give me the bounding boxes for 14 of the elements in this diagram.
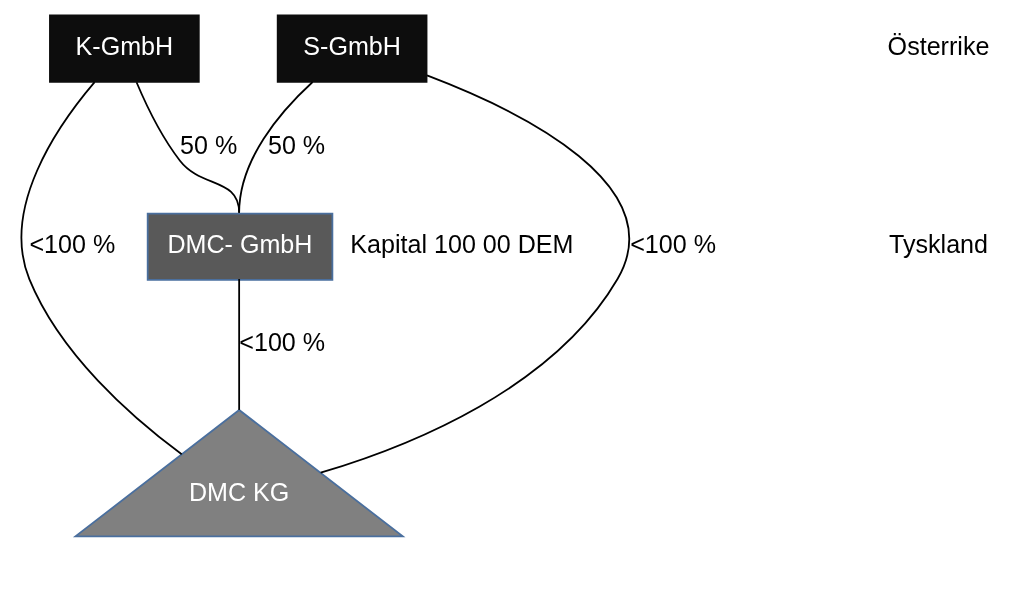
connector: [20, 81, 183, 456]
edge-label: 50 %: [267, 130, 325, 159]
edge-label: <100 %: [28, 229, 115, 258]
edge-label: <100 %: [238, 328, 325, 357]
connector: [237, 81, 313, 214]
node-box: S-GmbH: [276, 14, 427, 83]
node-label: Kapital 100 00 DEM: [349, 230, 574, 259]
label: Österrike: [887, 32, 989, 61]
edge-label: 50 %: [179, 130, 237, 159]
connector: [237, 278, 240, 411]
connector: [319, 74, 630, 474]
label: Tyskland: [888, 229, 988, 258]
edge-label: <100 %: [629, 229, 716, 258]
node-box: K-GmbH: [48, 14, 200, 83]
